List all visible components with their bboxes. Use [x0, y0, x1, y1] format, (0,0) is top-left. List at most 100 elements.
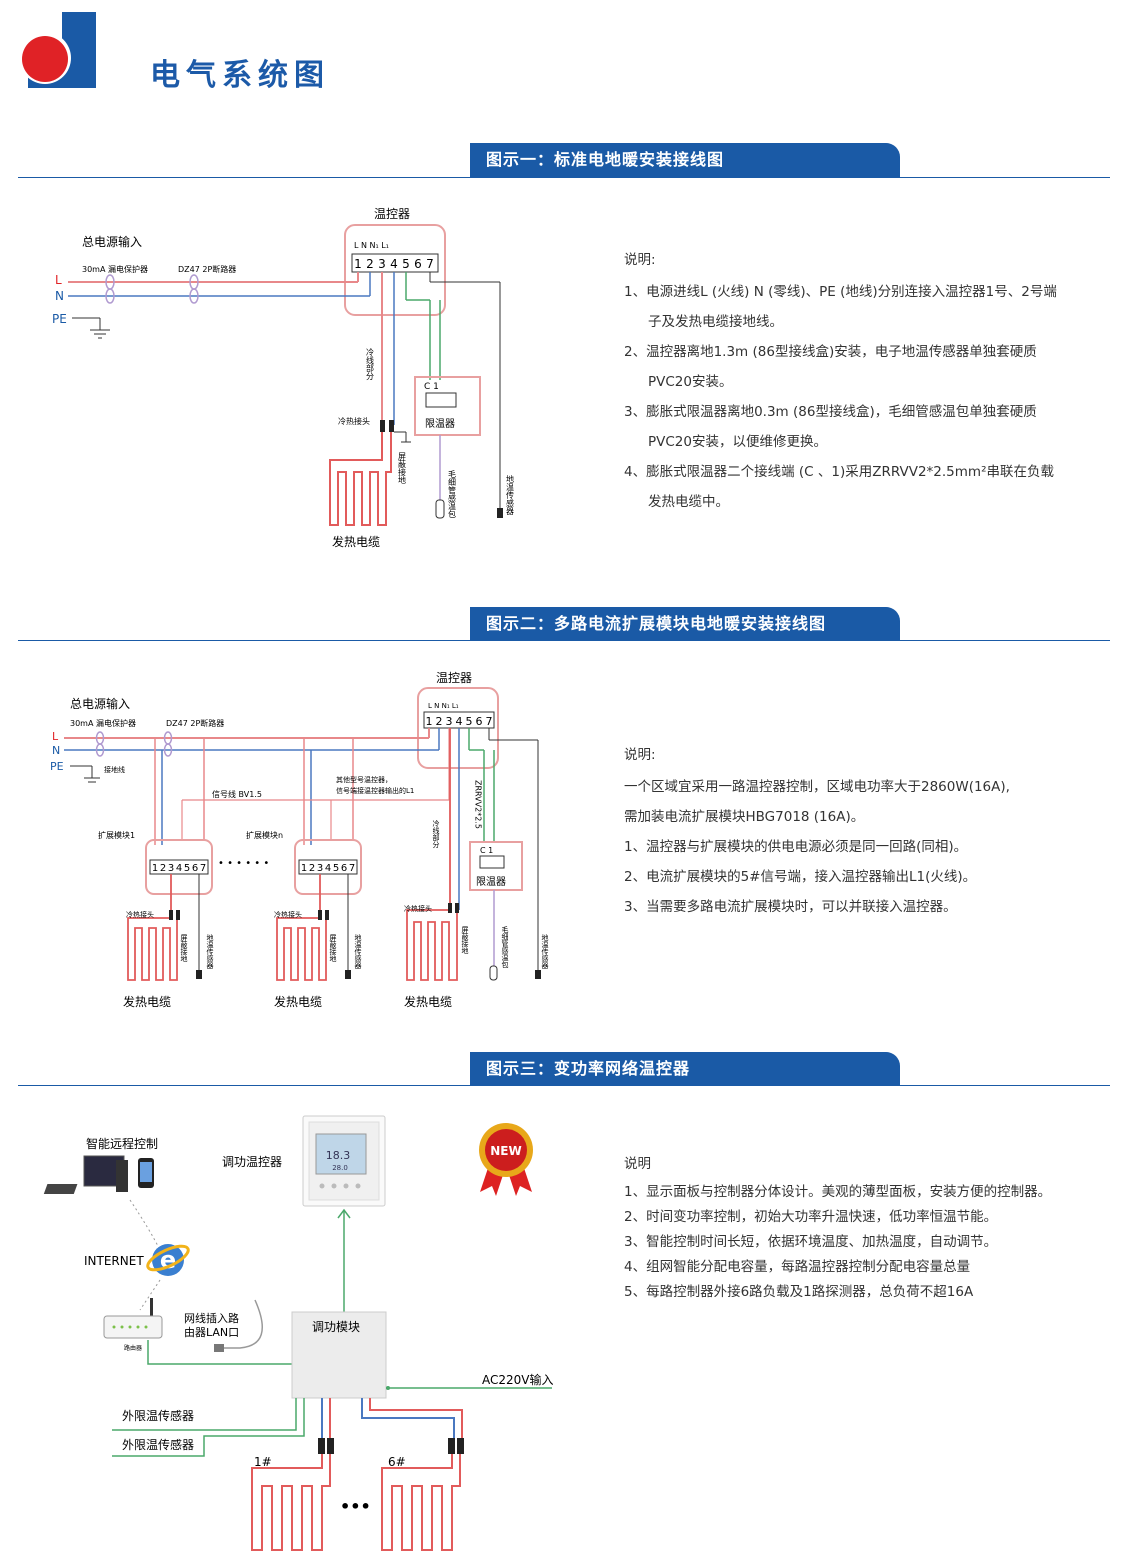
- notes2-title: 说明:: [624, 747, 656, 763]
- joint-label-2b: 冷热接头: [274, 910, 302, 919]
- m1-t5: 5: [184, 863, 190, 874]
- floor-sensor-2a: 地温传感器: [206, 933, 214, 970]
- cable-label-2a: 发热电缆: [123, 994, 171, 1009]
- router-label: 路由器: [124, 1344, 142, 1352]
- notes2-item: 1、温控器与扩展模块的供电电源必须是同一回路(同相)。: [624, 839, 968, 855]
- thermostat-label-2: 温控器: [436, 671, 472, 685]
- ie-icon: e: [146, 1244, 190, 1276]
- L-label: L: [55, 273, 62, 287]
- new-badge-icon: NEW: [479, 1123, 533, 1196]
- floor-sensor-2b: 地温传感器: [354, 933, 362, 970]
- breaker2-symbol: [189, 274, 199, 304]
- page-title: 电气系统图: [150, 58, 330, 93]
- mn-t3: 3: [317, 863, 323, 874]
- network-diagram-3: 智能远程控制 INTERNET e 路由器 网线插入路 由器LAN口 调功温控器…: [43, 1115, 554, 1551]
- new-badge-text: NEW: [490, 1144, 521, 1158]
- m1-t1: 1: [152, 863, 158, 874]
- cable-dots: •••: [340, 1497, 371, 1516]
- notes3-item: 3、智能控制时间长短，依据环境温度、加热温度，自动调节。: [624, 1234, 998, 1250]
- capillary-label-2: 毛细管感温包: [501, 925, 509, 968]
- floor-sensor-probe: [497, 508, 503, 518]
- router-icon: [103, 1298, 163, 1339]
- t2-4: 4: [456, 715, 463, 728]
- t2-3: 3: [446, 715, 453, 728]
- heating-cable-6of6: [381, 1454, 461, 1551]
- other-note-1: 其他型号温控器，: [336, 775, 392, 784]
- cable-label-2c: 发热电缆: [404, 994, 452, 1009]
- shield-2a: 屏蔽接地: [180, 934, 188, 962]
- cable-label: 发热电缆: [332, 534, 380, 549]
- notes3-item: 2、时间变功率控制，初始大功率升温快速，低功率恒温节能。: [624, 1209, 998, 1225]
- section2-notes: 说明: 一个区域宜采用一路温控器控制，区域电功率大于2860W(16A), 需加…: [624, 740, 1064, 922]
- t2-5: 5: [466, 715, 473, 728]
- dots-label: • • • • • •: [218, 858, 269, 869]
- notes3-item: 5、每路控制器外接6路负载及1路探测器，总负荷不超16A: [624, 1284, 974, 1300]
- screen-temp: 18.3: [326, 1149, 351, 1162]
- heating-cable-1of6: [251, 1454, 331, 1551]
- section3-notes: 说明 1、显示面板与控制器分体设计。美观的薄型面板，安装方便的控制器。 2、时间…: [624, 1152, 1064, 1304]
- computer-icon: [43, 1155, 128, 1194]
- t2-6: 6: [476, 715, 483, 728]
- mn-t7: 7: [349, 863, 355, 874]
- mn-t4: 4: [325, 863, 331, 874]
- notes1-item: 1、电源进线L (火线) N (零线)、PE (地线)分别连接入温控器1号、2号…: [624, 284, 1057, 330]
- terminal-3: 3: [378, 257, 386, 271]
- shield-ground-label: 屏蔽接地: [398, 452, 407, 484]
- terminals-top-label: L N N₁ L₁: [354, 241, 389, 250]
- ground-wire-label: 接地线: [104, 765, 125, 774]
- breaker1-label-2: 30mA 漏电保护器: [70, 718, 136, 728]
- cable-label-2b: 发热电缆: [274, 994, 322, 1009]
- thermostat-panel: 18.3 28.0: [302, 1115, 386, 1207]
- cable-6-label: 6#: [388, 1455, 406, 1469]
- section3-header: 图示三：变功率网络温控器: [470, 1052, 900, 1086]
- t2-7: 7: [486, 715, 493, 728]
- notes2-item: 2、电流扩展模块的5#信号端，接入温控器输出L1(火线)。: [624, 869, 977, 885]
- notes1-item: 4、膨胀式限温器二个接线端 (C 、1)采用ZRRVV2*2.5mm²串联在负载…: [624, 464, 1054, 510]
- floor-sensor-label: 地温传感器: [506, 474, 515, 516]
- terminal-2: 2: [366, 257, 374, 271]
- thermostat-box: [344, 224, 446, 316]
- notes3-item: 4、组网智能分配电容量，每路温控器控制分配电容量总量: [624, 1259, 971, 1275]
- N-label-2: N: [52, 744, 60, 757]
- lan-label-2: 由器LAN口: [184, 1325, 239, 1339]
- thermostat-label: 温控器: [374, 207, 410, 221]
- capillary-bulb: [435, 499, 445, 519]
- shield-2b: 屏蔽接地: [329, 934, 337, 962]
- signal-wire-label: 信号线 BV1.5: [212, 789, 262, 799]
- heating-cable-2b: [276, 874, 327, 981]
- m1-t6: 6: [192, 863, 198, 874]
- m1-t4: 4: [176, 863, 182, 874]
- joint-label-2c: 冷热接头: [404, 904, 432, 913]
- terminal-7: 7: [426, 257, 434, 271]
- notes3-title: 说明: [624, 1156, 651, 1172]
- joint-label: 冷热接头: [338, 416, 370, 426]
- N-label: N: [55, 289, 64, 303]
- m1-t7: 7: [200, 863, 206, 874]
- terminal-1: 1: [354, 257, 362, 271]
- terminal-6: 6: [414, 257, 422, 271]
- wiring-diagram-1: 温控器 L N N₁ L₁ 1 2 3 4 5 6 7 总电源输入 30mA 漏…: [52, 207, 515, 549]
- limiter-terms: C 1: [424, 382, 439, 392]
- notes1-item: 3、膨胀式限温器离地0.3m (86型接线盒)，毛细管感温包单独套硬质PVC20…: [624, 404, 1037, 450]
- L-label-2: L: [52, 730, 59, 743]
- screen-set: 28.0: [332, 1164, 348, 1172]
- power-input-label-2: 总电源输入: [70, 696, 130, 711]
- lan-label-1: 网线插入路: [184, 1311, 239, 1325]
- power-input-label: 总电源输入: [82, 234, 142, 249]
- breaker2-label-2: DZ47 2P断路器: [166, 718, 224, 728]
- sensor-label-2: 外限温传感器: [122, 1437, 194, 1452]
- ext-module-1: [145, 839, 213, 895]
- phone-icon: [138, 1158, 154, 1188]
- terminal-4: 4: [390, 257, 398, 271]
- cable-1-label: 1#: [254, 1455, 272, 1469]
- shield-2c: 屏蔽接地: [461, 926, 469, 954]
- remote-label: 智能远程控制: [86, 1136, 158, 1151]
- ac-input-label: AC220V输入: [482, 1372, 554, 1387]
- capillary-label: 毛细管感温包: [448, 469, 457, 518]
- wiring-diagram-2: 温控器 L N N₁ L₁ 1 2 3 4 5 6 7 总电源输入 30mA 漏…: [50, 671, 549, 1009]
- cold-part-label-2: 冷线部分: [432, 819, 440, 849]
- floor-sensor-2c: 地温传感器: [541, 933, 549, 970]
- terminals-top-label-2: L N N₁ L₁: [428, 702, 459, 710]
- limiter-box-2: [469, 841, 523, 891]
- heating-cable-2a: [127, 874, 178, 981]
